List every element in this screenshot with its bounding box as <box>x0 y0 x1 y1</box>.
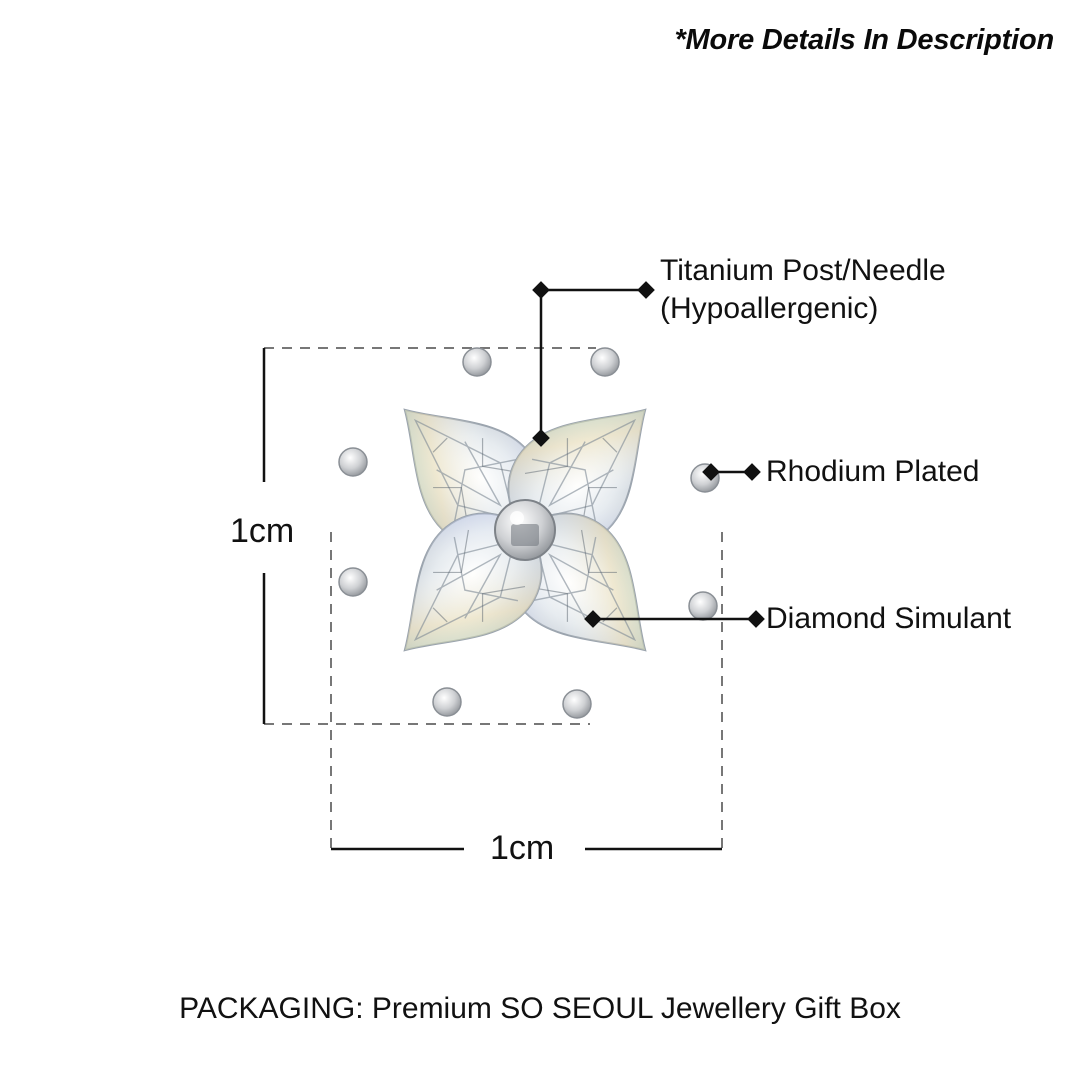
callout-post-line <box>532 281 655 447</box>
post-label: Titanium Post/Needle (Hypoallergenic) <box>660 252 946 328</box>
width-dimension-label: 1cm <box>490 829 555 867</box>
stone-label: Diamond Simulant <box>766 602 1012 635</box>
packaging-text: PACKAGING: Premium SO SEOUL Jewellery Gi… <box>179 992 901 1025</box>
post-label-line1: Titanium Post/Needle <box>660 254 946 287</box>
callout-stone-line <box>584 610 765 628</box>
plating-label: Rhodium Plated <box>766 455 980 488</box>
earring-image <box>338 347 720 719</box>
post-label-line2: (Hypoallergenic) <box>660 292 879 325</box>
callout-plating-line <box>702 463 761 481</box>
details-note: *More Details In Description <box>674 24 1054 56</box>
height-dimension-label: 1cm <box>230 512 295 550</box>
